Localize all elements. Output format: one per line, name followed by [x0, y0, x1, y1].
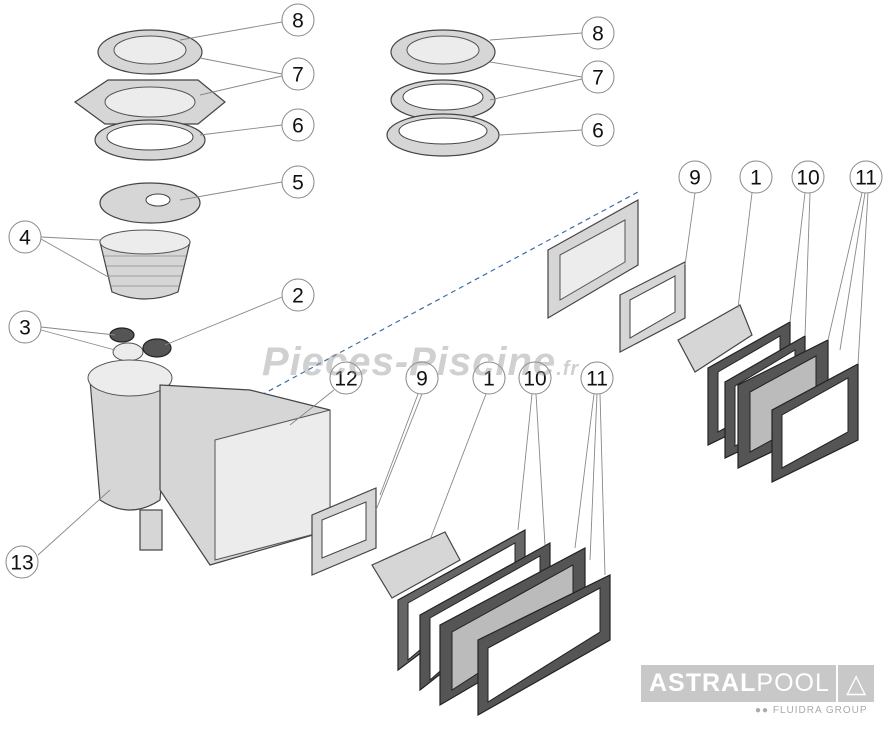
- callout-number: 13: [10, 552, 33, 575]
- callout-number: 1: [483, 368, 495, 391]
- collar-opening: [104, 86, 196, 118]
- weir-flap-part-right: [677, 304, 753, 373]
- left-callout-11: 11: [580, 361, 614, 395]
- left-callout-13: 13: [5, 545, 39, 579]
- skimmer-body-part: [89, 379, 171, 511]
- callout-circle: [472, 361, 506, 395]
- callout-circle: [581, 60, 615, 94]
- right-callout-9: 9: [678, 160, 712, 194]
- callout-circle: [739, 160, 773, 194]
- ring-inner-right: [398, 117, 488, 145]
- left-callout-5: 5: [281, 165, 315, 199]
- callout-circle: [8, 310, 42, 344]
- face-plate-opening-right: [629, 275, 676, 339]
- callout-circle: [405, 361, 439, 395]
- callout-circle: [518, 361, 552, 395]
- watermark-text: Pieces-Piscine: [262, 340, 557, 384]
- left-callout-4: 4: [8, 220, 42, 254]
- plug-part: [142, 338, 172, 358]
- left-callout-1: 1: [472, 361, 506, 395]
- callout-circle: [791, 160, 825, 194]
- callout-number: 6: [292, 115, 304, 138]
- callout-number: 2: [292, 285, 304, 308]
- lid-detail-right: [406, 35, 480, 65]
- callout-number: 8: [592, 23, 604, 46]
- callout-number: 10: [523, 368, 546, 391]
- callout-number: 7: [292, 64, 304, 87]
- callout-circle: [849, 160, 883, 194]
- callout-number: 10: [796, 167, 819, 190]
- leader-lines: [37, 21, 869, 576]
- callout-circle: [8, 220, 42, 254]
- watermark: Pieces-Piscine.fr: [262, 340, 579, 385]
- callout-number: 11: [855, 167, 877, 190]
- callout-number: 9: [416, 368, 428, 391]
- callout-number: 5: [292, 172, 304, 195]
- callout-number: 4: [19, 227, 31, 250]
- callout-circle: [580, 361, 614, 395]
- right-callout-8: 8: [581, 16, 615, 50]
- logo-group-label: FLUIDRA GROUP: [772, 705, 868, 716]
- callout-number: 9: [689, 167, 701, 190]
- callout-circle: [678, 160, 712, 194]
- callout-number: 3: [19, 317, 31, 340]
- right-callout-7: 7: [581, 60, 615, 94]
- callout-group: 8 7 6 5 4 3 2 13 12 9 1 10 11 8 7 6 9 1 10 11: [5, 3, 883, 579]
- basket-rim: [99, 229, 191, 255]
- logo-triangle-icon: △: [836, 665, 874, 702]
- right-callout-1: 1: [739, 160, 773, 194]
- callout-circle: [281, 278, 315, 312]
- plug-part: [112, 342, 144, 362]
- right-callout-6: 6: [581, 113, 615, 147]
- skimmer-body-top: [87, 359, 173, 397]
- logo-brand-light: POOL: [756, 669, 830, 697]
- callout-circle: [281, 165, 315, 199]
- left-callout-3: 3: [8, 310, 42, 344]
- callout-number: 11: [586, 368, 608, 391]
- left-callout-7: 7: [281, 57, 315, 91]
- throat-opening-right: [559, 219, 626, 301]
- gasket-set-left: [397, 528, 611, 717]
- callout-circle: [281, 57, 315, 91]
- callout-number: 7: [592, 67, 604, 90]
- left-callout-9: 9: [405, 361, 439, 395]
- callout-circle: [281, 3, 315, 37]
- logo-wordmark: ASTRALPOOL: [641, 669, 836, 698]
- left-callout-8: 8: [281, 3, 315, 37]
- left-callout-2: 2: [281, 278, 315, 312]
- watermark-suffix: .fr: [556, 358, 580, 380]
- callout-circle: [581, 16, 615, 50]
- logo-brand-bold: ASTRAL: [649, 669, 757, 697]
- callout-circle: [329, 361, 363, 395]
- collar-inner-right: [402, 83, 484, 111]
- callout-number: 6: [592, 120, 604, 143]
- left-callout-6: 6: [281, 108, 315, 142]
- plug-part: [109, 327, 135, 343]
- callout-circle: [281, 108, 315, 142]
- callout-number: 12: [334, 368, 357, 391]
- left-callout-12: 12: [329, 361, 363, 395]
- callout-circle: [5, 545, 39, 579]
- weir-flap-part: [371, 531, 461, 599]
- lid-detail: [113, 35, 187, 65]
- skimmer-outlet: [139, 509, 163, 551]
- basket-mesh: [104, 255, 186, 287]
- face-plate-opening: [321, 501, 367, 559]
- callout-number: 8: [292, 10, 304, 33]
- astralpool-logo: ASTRALPOOL △: [641, 665, 874, 702]
- callout-number: 1: [750, 167, 762, 190]
- callout-circle: [581, 113, 615, 147]
- logo-group-text: ●● FLUIDRA GROUP: [755, 705, 868, 716]
- right-callout-11: 11: [849, 160, 883, 194]
- cover-hole: [145, 193, 171, 207]
- left-callout-10: 10: [518, 361, 552, 395]
- right-callout-10: 10: [791, 160, 825, 194]
- gasket-set-right: [707, 320, 859, 483]
- ring-inner: [106, 123, 194, 151]
